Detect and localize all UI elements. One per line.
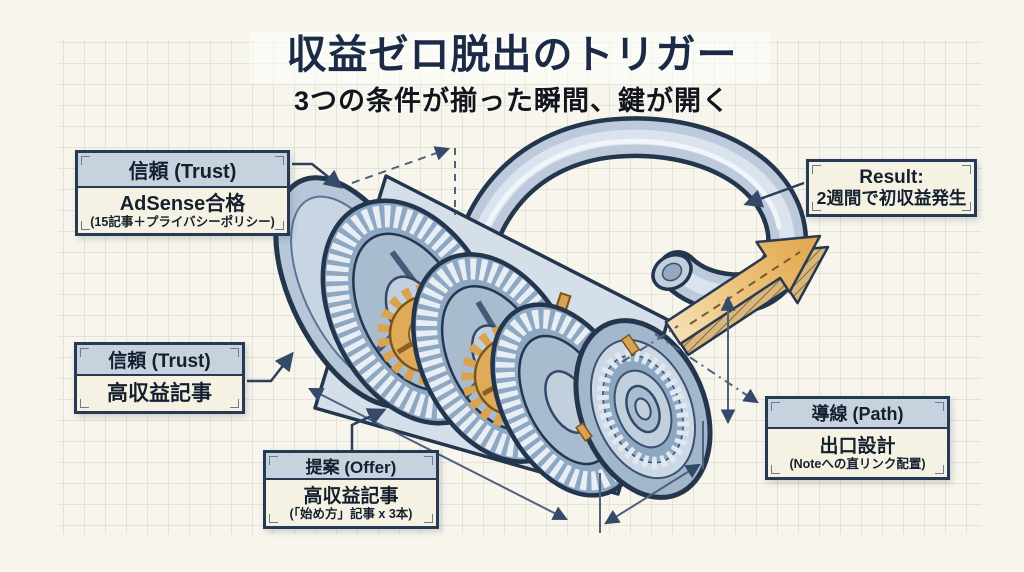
corner-tick	[771, 402, 780, 411]
label-box-result: Result: 2週間で初収益発生	[806, 159, 977, 217]
corner-tick	[230, 348, 239, 357]
corner-tick	[269, 456, 278, 465]
corner-tick	[935, 465, 944, 474]
title-block: 収益ゼロ脱出のトリガー 3つの条件が揃った瞬間、鍵が開く	[0, 34, 1024, 118]
corner-tick	[275, 156, 284, 165]
label-line2: (「始め方」記事 x 3本)	[289, 507, 413, 522]
label-box-trust-articles: 信頼 (Trust) 高収益記事	[74, 342, 245, 414]
corner-tick	[81, 156, 90, 165]
label-line1: 高収益記事	[107, 382, 212, 406]
padlock-front-face	[573, 318, 713, 500]
corner-tick	[812, 202, 821, 211]
corner-tick	[275, 221, 284, 230]
label-box-trust-adsense: 信頼 (Trust) AdSense合格 (15記事＋プライバシーポリシー)	[75, 150, 290, 236]
label-line1: 出口設計	[819, 436, 896, 458]
guide-arrow-diagonal	[351, 146, 451, 184]
dimension-front-width	[604, 463, 701, 525]
connector-trust-adsense	[292, 162, 344, 189]
padlock-illustration	[273, 116, 830, 500]
construction-lines	[307, 146, 759, 533]
title-backdrop	[250, 32, 770, 84]
label-line1: 高収益記事	[303, 486, 399, 508]
corner-tick	[812, 165, 821, 174]
label-header: 導線 (Path)	[768, 399, 947, 429]
page-title: 収益ゼロ脱出のトリガー	[286, 33, 738, 77]
label-line2: (15記事＋プライバシーポリシー)	[90, 215, 275, 230]
corner-tick	[962, 202, 971, 211]
label-line2: (Noteへの直リンク配置)	[789, 457, 926, 472]
corner-tick	[80, 399, 89, 408]
corner-tick	[269, 514, 278, 523]
corner-tick	[424, 456, 433, 465]
corner-tick	[424, 514, 433, 523]
label-connectors	[247, 162, 805, 450]
label-line1: AdSense合格	[119, 193, 246, 216]
connector-offer	[350, 408, 387, 450]
corner-tick	[935, 402, 944, 411]
label-box-offer: 提案 (Offer) 高収益記事 (「始め方」記事 x 3本)	[263, 450, 439, 529]
label-line1: Result:	[859, 167, 924, 189]
label-header: 提案 (Offer)	[266, 453, 436, 480]
label-header: 信頼 (Trust)	[78, 153, 287, 188]
corner-tick	[81, 221, 90, 230]
exit-arrow-icon	[621, 234, 830, 363]
connector-result	[743, 181, 805, 208]
label-box-path: 導線 (Path) 出口設計 (Noteへの直リンク配置)	[765, 396, 950, 480]
corner-tick	[962, 165, 971, 174]
corner-tick	[230, 399, 239, 408]
label-line2: 2週間で初収益発生	[816, 188, 967, 209]
connector-trust-articles	[247, 351, 294, 383]
page-subtitle: 3つの条件が揃った瞬間、鍵が開く	[293, 86, 730, 116]
corner-tick	[771, 465, 780, 474]
corner-tick	[80, 348, 89, 357]
label-header: 信頼 (Trust)	[77, 345, 242, 376]
